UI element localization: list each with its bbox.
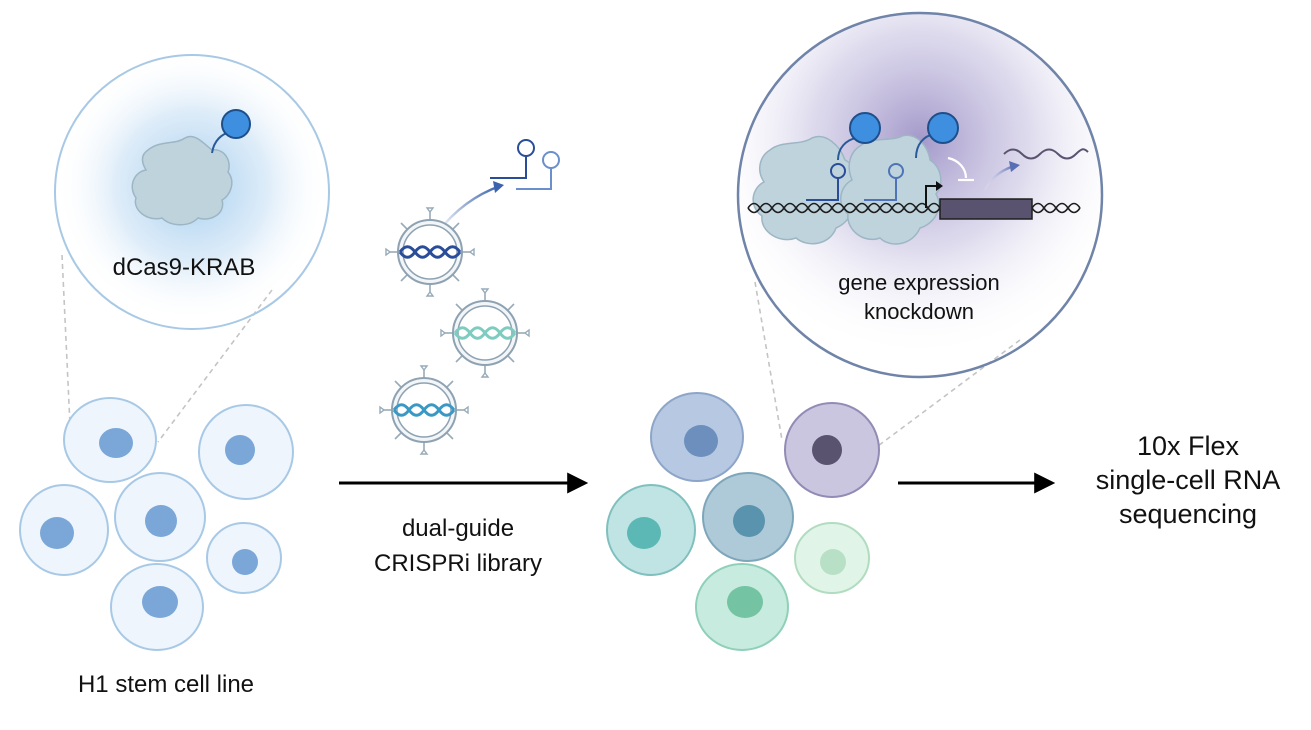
knockdown-inset: gene expression knockdown — [736, 11, 1104, 379]
stem-cell — [206, 522, 282, 594]
readout-label-line2: single-cell RNA — [1096, 465, 1281, 495]
transduced-cell — [784, 402, 880, 498]
guide-rna-hairpin-icon — [437, 139, 560, 233]
readout-label-line1: 10x Flex — [1137, 431, 1240, 461]
target-gene-box — [939, 198, 1033, 220]
dcas9-protein-icon — [131, 135, 233, 226]
library-label-line2: CRISPRi library — [374, 550, 542, 577]
stem-cell — [198, 404, 294, 500]
transduced-cell — [606, 484, 696, 576]
stem-cell — [63, 397, 157, 483]
transduced-cell — [702, 472, 794, 562]
knockdown-label-line2: knockdown — [864, 299, 974, 324]
stem-cell — [114, 472, 206, 562]
mrna-wave-icon — [1003, 148, 1089, 160]
lentivirus-icon — [379, 207, 530, 455]
krab-effector-icon — [221, 109, 251, 139]
dcas9-inset: dCas9-KRAB — [54, 54, 330, 330]
transduced-cell — [794, 522, 870, 594]
readout-label-line3: sequencing — [1119, 499, 1257, 529]
stem-cell — [19, 484, 109, 576]
repression-bar-icon — [947, 156, 974, 182]
transduced-cell-cluster — [606, 392, 880, 651]
promoter-arrow-icon — [925, 181, 943, 208]
library-label-line1: dual-guide — [402, 515, 514, 542]
transduced-cell — [650, 392, 744, 482]
dcas9-protein-icon — [840, 134, 942, 245]
dna-helix-icon — [747, 202, 1081, 214]
krab-effector-icon — [927, 112, 959, 144]
knockdown-label-line1: gene expression — [838, 270, 999, 295]
dcas9-label: dCas9-KRAB — [113, 254, 256, 281]
stem-cell-label: H1 stem cell line — [78, 671, 254, 698]
transduced-cell — [695, 563, 789, 651]
guide-rna-hairpin-icon — [806, 163, 904, 201]
stem-cell-cluster: H1 stem cell line — [19, 397, 294, 698]
dcas9-protein-icon — [752, 135, 856, 245]
krab-effector-icon — [849, 112, 881, 144]
stem-cell — [110, 563, 204, 651]
